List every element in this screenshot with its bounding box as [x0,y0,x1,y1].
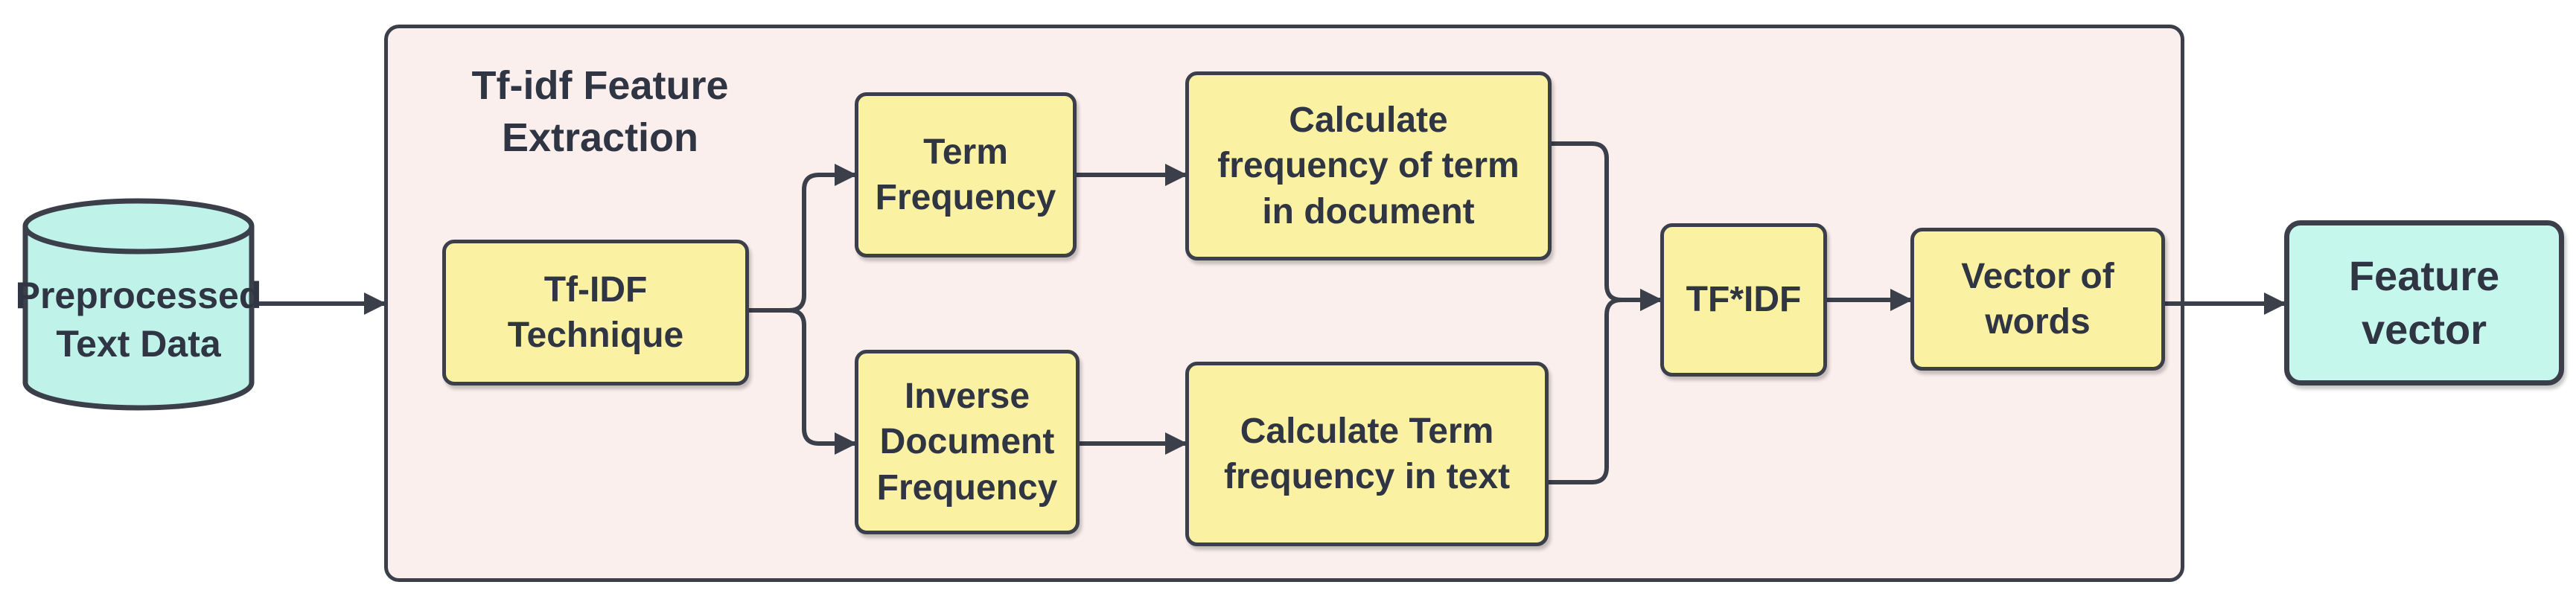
node-tfidf-technique: Tf-IDF Technique [442,240,749,385]
group-title: Tf-idf Feature Extraction [471,63,729,161]
node-calculate-frequency-in-document: Calculate frequency of term in document [1185,71,1552,260]
edge-technique-to-idf [749,308,857,455]
node-tf-idf-product: TF*IDF [1660,223,1827,377]
node-inverse-document-frequency: Inverse Document Frequency [855,350,1080,534]
node-feature-vector: Feature vector [2284,220,2564,385]
node-calculate-term-frequency-in-text: Calculate Term frequency in text [1185,362,1549,546]
node-vector-of-words: Vector of words [1910,228,2165,371]
node-term-frequency: Term Frequency [855,92,1077,257]
edge-calc-text-to-tfidf [1549,289,1662,484]
input-data-label: Preprocessed Text Data [15,275,262,365]
